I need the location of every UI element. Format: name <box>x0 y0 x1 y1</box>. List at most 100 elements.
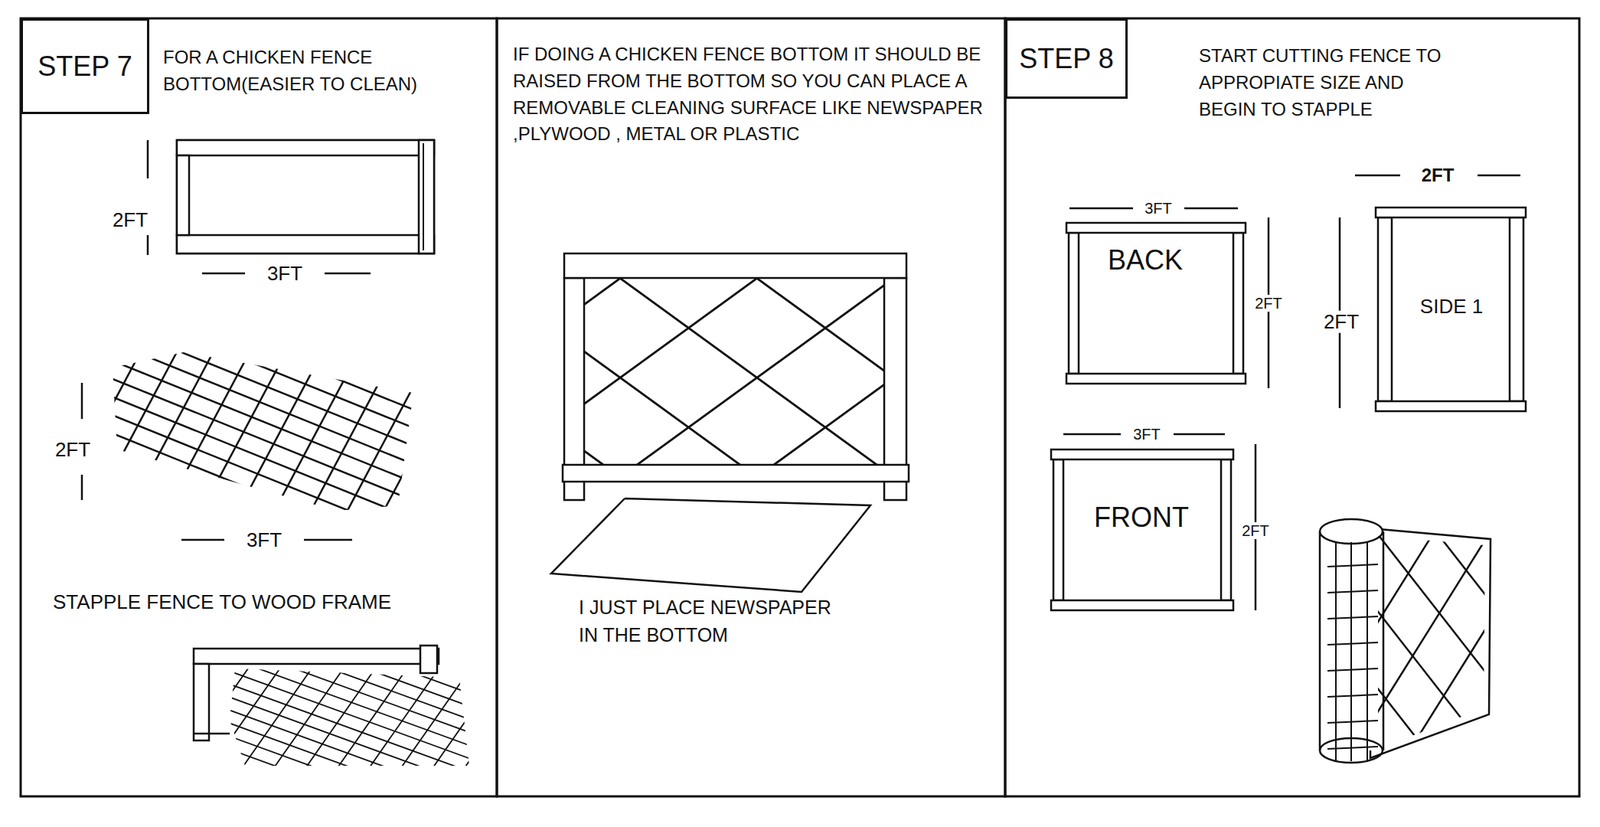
fence-wire <box>1260 615 1417 816</box>
fence-wire <box>1372 527 1529 728</box>
dimension-label: 2FT <box>1239 522 1272 539</box>
fence-mesh <box>22 191 503 672</box>
fence-wire <box>158 215 488 350</box>
fence-wire <box>1356 529 1492 745</box>
fence-wire <box>350 660 508 827</box>
fence-wire <box>212 691 471 785</box>
fence-wire <box>548 212 848 430</box>
fence-wire <box>88 387 418 521</box>
panel-name: BACK <box>1107 244 1183 276</box>
fence-wire <box>51 205 219 520</box>
panel-frame: FRONT <box>1051 449 1234 611</box>
step-box: STEP 8 <box>1005 18 1128 99</box>
fence-wire <box>201 555 359 781</box>
fence-wire <box>643 342 942 560</box>
fence-wire <box>164 266 332 581</box>
wood-rail <box>1053 459 1064 601</box>
dimension-label: 2FT <box>1419 165 1457 186</box>
fence-wire <box>501 147 800 365</box>
fence-wire <box>1297 585 1454 786</box>
wood-rail <box>1051 449 1234 460</box>
fence-wire <box>286 615 444 827</box>
dimension-line <box>1063 433 1121 436</box>
fence-wire <box>107 236 275 551</box>
fence-wire <box>192 281 360 596</box>
panel-frame: SIDE 1 <box>1375 207 1526 412</box>
wood-rail <box>1068 232 1079 374</box>
roll-edge <box>1382 531 1385 751</box>
fence-wire <box>372 675 529 827</box>
panel-border <box>1005 18 1580 797</box>
fence-wire <box>1437 580 1573 796</box>
fence-wire <box>192 748 450 827</box>
dimension-line <box>303 538 353 542</box>
dimension-line <box>202 272 245 275</box>
panel-frame: BACK <box>1066 222 1246 384</box>
fence-roll <box>1319 519 1491 763</box>
dimension-line <box>324 272 371 275</box>
fence-wire <box>208 702 467 797</box>
fence-wire <box>70 434 400 568</box>
wood-rail <box>1509 217 1524 402</box>
dimension-line <box>1173 433 1225 436</box>
fence-wire <box>95 372 425 506</box>
panel-name: SIDE 1 <box>1420 295 1483 318</box>
wood-rail <box>1221 459 1232 601</box>
wood-frame <box>1066 222 1246 384</box>
dimension-label: 3FT <box>244 528 285 552</box>
fence-wire <box>1397 555 1532 771</box>
wood-frame <box>176 140 435 254</box>
dimension-line <box>146 140 150 179</box>
roll-wire <box>1327 694 1378 697</box>
fence-wire <box>495 386 794 604</box>
wood-rail <box>193 663 209 741</box>
dimension-line <box>81 382 84 419</box>
roll-edge <box>1319 531 1322 751</box>
roll-wire <box>1327 590 1378 593</box>
roll-wire <box>1366 542 1369 761</box>
fence-wire <box>79 221 247 536</box>
panels <box>20 18 1580 797</box>
fence-wire <box>196 737 454 827</box>
newspaper-sheet <box>551 498 871 592</box>
roll-wire <box>1327 642 1378 645</box>
fence-wire <box>542 321 842 539</box>
step-number: STEP 8 <box>1018 43 1114 75</box>
fence-wire <box>636 191 936 409</box>
instruction-text: I JUST PLACE NEWSPAPER IN THE BOTTOM <box>578 593 843 650</box>
fence-sheet <box>1370 528 1491 758</box>
fence-mesh <box>158 525 529 827</box>
roll-wire <box>1335 542 1337 761</box>
dimension-label: 3FT <box>1130 425 1163 443</box>
instruction-text: STAPPLE FENCE TO WOOD FRAME <box>52 587 482 618</box>
fence-mesh <box>1260 469 1600 816</box>
fence-wire <box>175 794 433 827</box>
fence-wire <box>307 630 465 827</box>
fence-wire <box>152 231 482 365</box>
fence-wire <box>1410 498 1567 699</box>
dimension-label: 2FT <box>1321 310 1362 334</box>
wood-rail <box>176 155 190 236</box>
fence-wire <box>127 293 457 428</box>
fence-wire <box>183 771 441 827</box>
instruction-text: FOR A CHICKEN FENCE BOTTOM(EASIER TO CLE… <box>163 44 500 98</box>
dimension-line <box>81 474 84 500</box>
roll-wire <box>1327 720 1378 723</box>
wood-rail <box>1066 373 1246 384</box>
fence-wire <box>136 251 304 565</box>
fence-wire <box>57 465 387 599</box>
wood-rail <box>1375 401 1526 412</box>
wood-edge <box>422 143 425 251</box>
fence-wire <box>1276 480 1411 696</box>
fence-wire <box>265 600 423 826</box>
dimension-line <box>146 235 150 255</box>
roll-wire <box>1327 746 1378 749</box>
fence-wire <box>139 262 469 396</box>
fence-wire <box>1316 505 1452 721</box>
fence-wire <box>200 725 458 820</box>
wood-edge <box>193 732 230 735</box>
wood-rail <box>1233 232 1244 374</box>
wood-rail <box>420 645 438 673</box>
instruction-text: IF DOING A CHICKEN FENCE BOTTOM IT SHOUL… <box>512 41 992 148</box>
